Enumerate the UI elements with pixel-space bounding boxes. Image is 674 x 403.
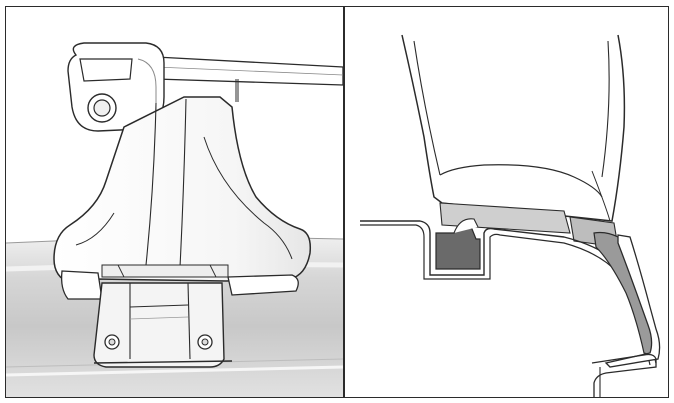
lock-cylinder-inner <box>93 99 111 117</box>
lock-label-plate <box>79 58 133 82</box>
foot-curve <box>203 136 293 260</box>
foot-ridge-left <box>145 102 157 266</box>
roof-rack-foot-with-lock-icon <box>6 42 343 397</box>
right-panel <box>344 7 668 397</box>
clamp-groove-right <box>187 282 191 360</box>
rubber-pad-right <box>227 274 299 296</box>
door-frame <box>591 353 657 397</box>
rubber-pad-left <box>60 270 103 300</box>
left-panel <box>6 7 343 397</box>
clamp-arm <box>604 234 661 368</box>
roof-crease-2 <box>6 365 343 377</box>
foot-section-inner-right <box>601 40 610 178</box>
foot-ridge-right <box>179 98 187 268</box>
foot-section-bottom <box>439 164 603 198</box>
clamp-ridge <box>129 304 189 308</box>
clamp-bracket <box>93 282 225 368</box>
panel-divider <box>343 7 345 397</box>
crossbar-rail <box>235 79 239 102</box>
foot-section-inner-left <box>413 40 441 176</box>
figure-frame <box>5 6 669 398</box>
grip-hook <box>453 218 479 234</box>
foot-section-body <box>401 34 626 222</box>
roof-rack-foot-cross-section-icon <box>360 34 661 397</box>
foot-lower-edge <box>75 212 115 246</box>
clamp-base <box>93 360 233 364</box>
pad-contact <box>101 264 229 278</box>
